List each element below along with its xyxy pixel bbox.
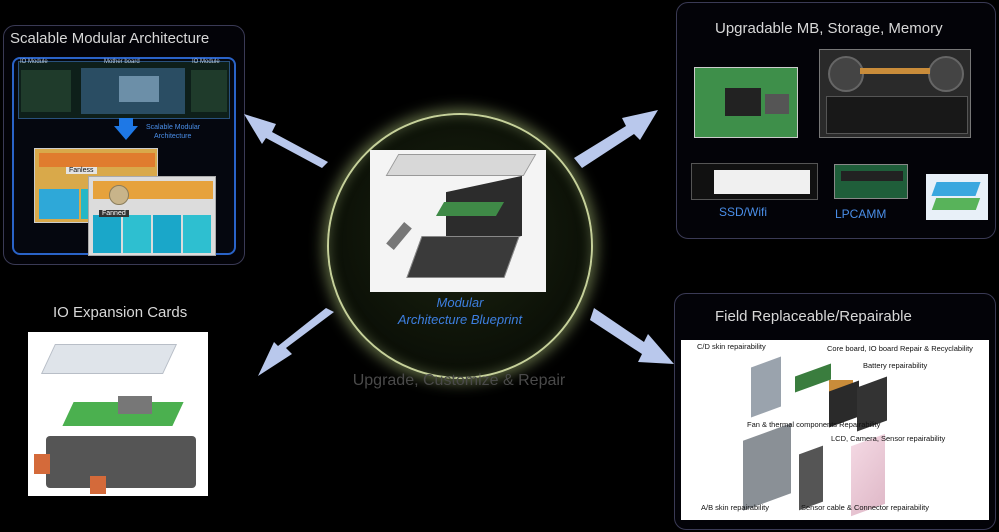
upgradable-panel: Upgradable MB, Storage, Memory SSD/Wifi … xyxy=(676,2,996,239)
down-arrow-icon xyxy=(114,126,138,140)
scalable-architecture-panel: Scalable Modular Architecture IO Module … xyxy=(3,25,245,265)
arrow-to-scalable-icon xyxy=(244,114,328,168)
motherboard-photo xyxy=(694,67,798,138)
repair-exploded-diagram xyxy=(681,340,989,520)
core-board-label: Core board, IO board Repair & Recyclabil… xyxy=(827,344,973,353)
field-replaceable-panel: Field Replaceable/Repairable C/D skin re… xyxy=(674,293,996,530)
scalable-modular-label: Scalable Modular xyxy=(146,124,201,131)
arrow-to-field-icon xyxy=(590,308,674,364)
fanless-label: Fanless xyxy=(66,167,97,174)
fan-thermal-label: Fan & thermal components Repairability xyxy=(747,420,881,429)
lpcamm-photo xyxy=(834,164,908,199)
io-module-left-label: IO Module xyxy=(20,59,48,65)
arrow-to-io-expansion-icon xyxy=(258,308,334,376)
architecture-label: Architecture xyxy=(154,133,192,140)
ssd-photo xyxy=(691,163,818,200)
tagline: Upgrade, Customize & Repair xyxy=(352,372,566,389)
battery-label: Battery repairability xyxy=(863,361,928,370)
lpcamm-label: LPCAMM xyxy=(835,207,887,221)
fanned-label: Fanned xyxy=(99,210,129,217)
ssd-wifi-label: SSD/Wifi xyxy=(719,205,767,219)
arrow-to-upgradable-icon xyxy=(574,110,658,168)
fanned-board-image xyxy=(88,176,216,256)
ab-skin-label: A/B skin repairability xyxy=(701,503,769,512)
sensor-cable-label: Sensor cable & Connector repairability xyxy=(801,503,929,512)
modular-laptop-render xyxy=(370,150,546,292)
down-arrow-stem xyxy=(119,118,133,127)
blueprint-caption-line2: Architecture Blueprint xyxy=(397,312,523,327)
field-replaceable-title: Field Replaceable/Repairable xyxy=(715,308,912,325)
lcd-camera-label: LCD, Camera, Sensor repairability xyxy=(831,434,946,443)
blueprint-caption-line1: Modular xyxy=(436,295,484,310)
upgradable-title: Upgradable MB, Storage, Memory xyxy=(715,20,943,37)
motherboard-image xyxy=(18,61,230,119)
mother-board-label: Mother board xyxy=(104,59,140,65)
laptop-internals-photo xyxy=(819,49,971,138)
io-expansion-title: IO Expansion Cards xyxy=(53,304,188,321)
memory-module-render xyxy=(926,174,988,220)
io-module-right-label: IO Module xyxy=(192,59,220,65)
cd-skin-label: C/D skin repairability xyxy=(697,342,766,351)
scalable-architecture-title: Scalable Modular Architecture xyxy=(10,30,210,47)
io-expansion-card-render xyxy=(28,332,208,496)
